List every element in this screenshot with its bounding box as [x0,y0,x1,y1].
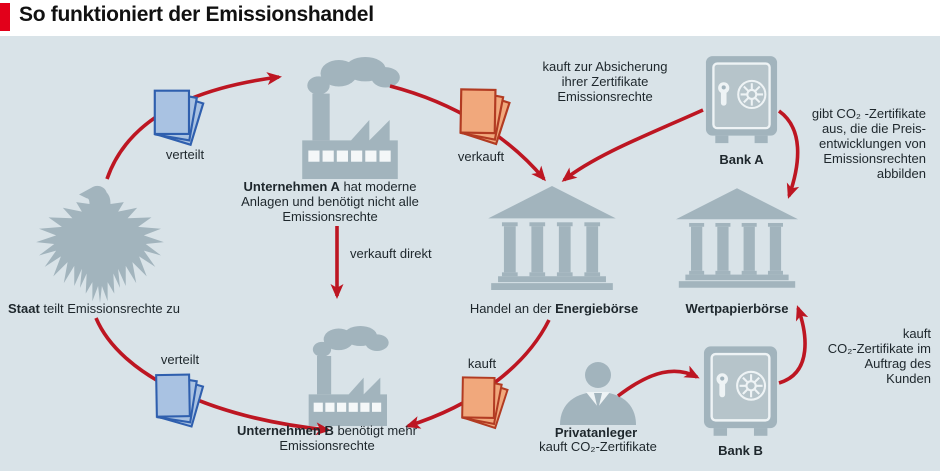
company-a-caption: Unternehmen A hat moderne Anlagen und be… [230,179,430,224]
energy-exchange-building-icon [488,186,616,290]
flow-label-gibt-zertifikate: gibt CO₂ -Zertifikate aus, die die Preis… [811,106,926,182]
certificates-orange-top-icon [459,88,511,146]
bank-b-safe-icon [703,346,778,436]
red-accent-square [0,3,10,31]
flow-label-kauft-auftrag: kauft CO₂-Zertifikate im Auftrag des Kun… [827,326,931,387]
company-b-caption: Unternehmen B benötigt mehr Emissionsrec… [227,423,427,453]
page-title: So funktioniert der Emissionshandel [19,3,374,26]
safe-dial [736,370,767,401]
securities-exchange-building-icon [676,188,798,288]
flow-label-kauft: kauft [467,356,497,371]
company-a-name: Unternehmen A [243,179,340,194]
flow-label-kauft-absicherung: kauft zur Absicherung ihrer Zertifikate … [542,59,668,105]
staat-desc: teilt Emissionsrechte zu [39,301,180,316]
safe-dial [737,79,767,110]
energy-exchange-prefix: Handel an der [469,301,556,316]
bank-a-caption: Bank A [719,152,764,167]
flow-label-verkauft: verkauft [457,149,505,164]
certificates-blue-bottom-icon [155,373,205,428]
flow-label-verkauft-direkt: verkauft direkt [350,246,432,261]
safe-key-handle [716,373,728,398]
safe-key-handle [718,82,730,106]
company-b-name: Unternehmen B [237,423,334,438]
bank-b-caption: Bank B [718,443,763,458]
energy-exchange-caption: Handel an der Energiebörse [454,301,654,316]
bank-a-safe-icon [705,56,778,144]
certificates-orange-bottom-icon [461,376,509,430]
factory-windows [308,150,391,162]
investor-icon [560,362,636,425]
title-bar: So funktioniert der Emissionshandel [0,0,940,36]
staat-caption: Staat teilt Emissionsrechte zu [8,301,180,316]
flow-label-verteilt-top: verteilt [165,147,205,162]
factory-b-icon [308,326,389,426]
securities-exchange-caption: Wertpapierbörse [685,301,789,316]
staat-name: Staat [8,301,40,316]
investor-subcaption: kauft CO₂-Zertifikate [539,439,657,454]
factory-a-icon [302,57,400,179]
certificates-blue-top-icon [153,89,205,147]
company-b-desc: benötigt mehr Emissionsrechte [279,423,417,454]
company-a-desc: hat moderne Anlagen und benötigt nicht a… [241,179,419,225]
energy-exchange-name: Energiebörse [555,301,639,316]
investor-caption: Privatanleger [554,425,638,440]
flow-label-verteilt-bottom: verteilt [160,352,200,367]
federal-eagle-icon [36,185,164,304]
